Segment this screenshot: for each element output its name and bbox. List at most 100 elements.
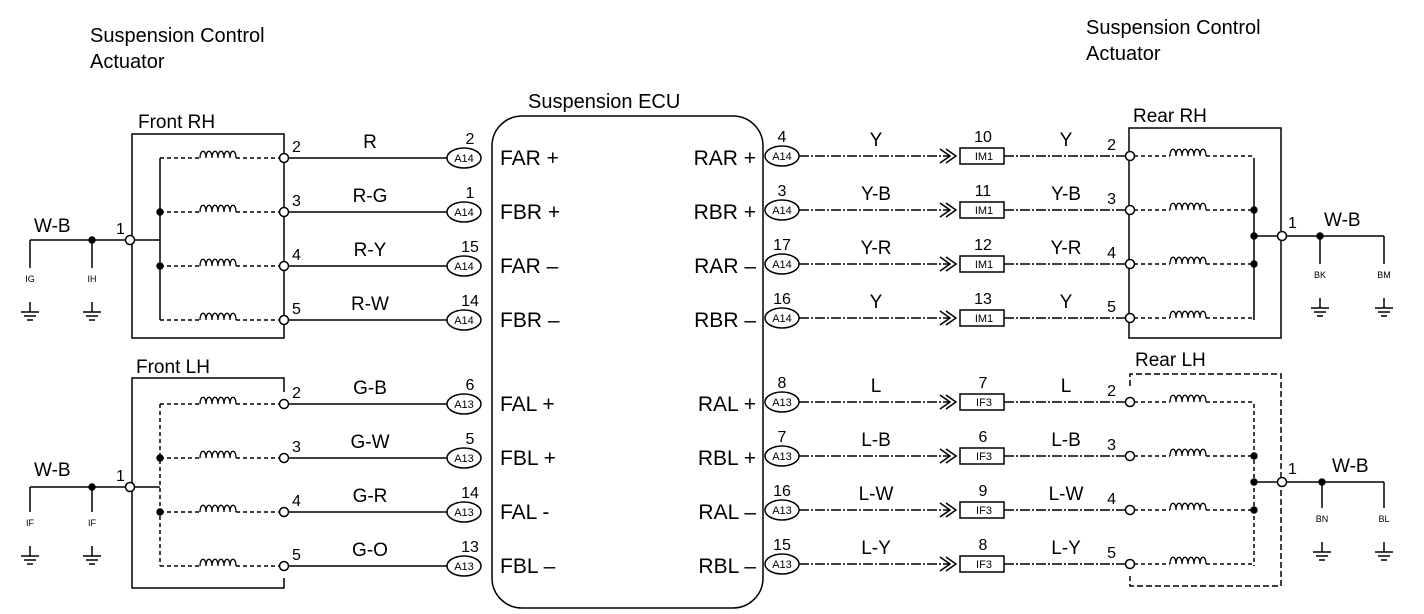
- front-lh-actuator-box: [131, 377, 285, 589]
- right-rear-rh-ground2-code: BM: [1377, 270, 1391, 280]
- left-front-rh-ground-junction: [88, 236, 96, 244]
- right-rear-rh-row-4-ecu-pin: 16: [773, 291, 791, 308]
- right-rear-rh-ground-wire-label: W-B: [1324, 210, 1361, 231]
- right-rear-rh-row-3-bus-dot: [1250, 260, 1258, 268]
- left-front-rh-ground2-triangle: [78, 268, 106, 302]
- right-rear-rh-row-2-junction-arrow-b: [945, 202, 958, 218]
- right-rear-rh-row-4-act-pin: 5: [1107, 299, 1116, 316]
- left-front-lh-row-4-ecu-signal: FBL –: [500, 555, 556, 578]
- left-front-rh-row-3-pin-node: [278, 260, 290, 272]
- right-rear-lh-row-1-pin-node: [1124, 396, 1136, 408]
- right-rear-lh-row-1-ecu-connector-code: A13: [772, 397, 792, 409]
- right-rear-rh-row-2-junction-arrow-a: [939, 202, 952, 218]
- right-rear-rh-common-node: [1276, 230, 1288, 242]
- right-rear-lh-row-4-act-pin: 5: [1107, 545, 1116, 562]
- right-rear-rh-bus-node-dot: [1250, 232, 1258, 240]
- right-rear-lh-row-3-coil: [1169, 502, 1207, 511]
- right-rear-rh-row-1-wire2-color: Y: [1060, 130, 1073, 151]
- right-rear-lh-row-3-junction-arrow-b: [945, 502, 958, 518]
- left-front-rh-row-2-wire-color: R-G: [353, 186, 388, 207]
- right-rear-rh-row-2-coil: [1169, 202, 1207, 211]
- right-rear-rh-row-4-coil: [1169, 310, 1207, 319]
- left-front-lh-row-3-bus-dot: [156, 508, 164, 516]
- right-rear-lh-row-2-junction-arrow-a: [939, 448, 952, 464]
- left-front-lh-row-2-act-pin: 3: [292, 439, 301, 456]
- right-rear-lh-row-4-junction-arrow-a: [939, 556, 952, 572]
- right-rear-lh-row-1-junction-arrow-a: [939, 394, 952, 410]
- left-front-rh-row-2-ecu-pin: 1: [466, 185, 475, 202]
- right-rear-lh-row-2-bus-dot: [1250, 452, 1258, 460]
- left-front-lh-ground2-code: IF: [88, 518, 97, 528]
- group-label-rear-lh: Rear LH: [1135, 350, 1206, 371]
- left-front-lh-row-1-pin-node: [278, 398, 290, 410]
- right-rear-rh-row-1-ecu-signal: RAR +: [694, 147, 756, 170]
- right-rear-rh-row-2-ecu-connector-code: A14: [772, 205, 792, 217]
- wire-layer: [21, 155, 1393, 567]
- left-front-lh-common-node: [124, 481, 136, 493]
- right-rear-lh-row-2-wire1-color: L-B: [861, 430, 891, 451]
- right-rear-lh-row-3-ecu-connector-code: A13: [772, 505, 792, 517]
- right-rear-lh-row-1-mid-connector-code: IF3: [976, 397, 992, 409]
- right-rear-rh-row-4-junction-arrow-a: [939, 310, 952, 326]
- left-front-lh-row-4-wire-color: G-O: [352, 540, 388, 561]
- left-front-lh-row-4-coil: [199, 558, 237, 567]
- left-front-lh-ground1-triangle: [16, 512, 44, 546]
- right-rear-rh-common-pin: 1: [1288, 215, 1297, 232]
- right-rear-rh-row-4-ecu-connector-oval: [764, 307, 800, 329]
- left-front-lh-common-pin: 1: [116, 468, 125, 485]
- left-front-rh-row-4-ecu-connector-oval: [446, 309, 482, 331]
- left-front-rh-row-2-coil: [199, 204, 237, 213]
- right-rear-lh-row-2-coil: [1169, 448, 1207, 457]
- right-rear-lh-row-1-ecu-connector-oval: [764, 391, 800, 413]
- right-rear-lh-row-1-wire1-color: L: [871, 376, 882, 397]
- right-rear-rh-row-3-wire1-color: Y-R: [861, 238, 892, 259]
- left-front-lh-row-3-act-pin: 4: [292, 493, 301, 510]
- right-rear-rh-row-1-mid-connector-box: [959, 147, 1005, 165]
- right-rear-lh-row-2-ecu-signal: RBL +: [698, 447, 756, 470]
- left-front-lh-row-3-ecu-signal: FAL -: [500, 501, 549, 524]
- right-rear-rh-row-1-ecu-pin: 4: [778, 129, 787, 146]
- right-rear-lh-row-2-mid-pin: 6: [979, 429, 988, 446]
- right-rear-rh-ground2-triangle: [1370, 264, 1398, 298]
- right-rear-lh-row-1-coil: [1169, 394, 1207, 403]
- right-rear-rh-row-2-mid-pin: 11: [975, 183, 992, 200]
- left-front-rh-row-4-act-pin: 5: [292, 301, 301, 318]
- right-rear-rh-row-2-mid-connector-code: IM1: [975, 205, 993, 217]
- right-rear-lh-row-2-mid-connector-box: [959, 447, 1005, 465]
- right-rear-lh-row-3-pin-node: [1124, 504, 1136, 516]
- left-front-lh-row-4-ecu-pin: 13: [461, 539, 479, 556]
- right-rear-rh-row-3-junction-arrow-b: [945, 256, 958, 272]
- right-rear-lh-ground-wire-label: W-B: [1332, 456, 1369, 477]
- left-front-lh-row-1-ecu-pin: 6: [466, 377, 475, 394]
- left-front-rh-row-3-bus-dot: [156, 262, 164, 270]
- right-rear-lh-row-3-mid-pin: 9: [979, 483, 988, 500]
- ecu-body: [491, 115, 764, 609]
- left-front-lh-ground-junction: [88, 483, 96, 491]
- right-rear-lh-row-1-wire2-color: L: [1061, 376, 1072, 397]
- left-front-lh-row-2-coil: [199, 450, 237, 459]
- left-front-lh-row-3-ecu-pin: 14: [461, 485, 479, 502]
- front-rh-actuator-box: [131, 133, 285, 339]
- left-front-lh-row-4-ecu-connector-code: A13: [454, 561, 474, 573]
- right-rear-rh-row-4-junction-arrow-b: [945, 310, 958, 326]
- left-front-lh-ground2-triangle: [78, 512, 106, 546]
- right-rear-rh-row-2-pin-node: [1124, 204, 1136, 216]
- right-rear-lh-row-3-wire1-color: L-W: [859, 484, 894, 505]
- right-rear-lh-row-4-ecu-connector-oval: [764, 553, 800, 575]
- right-rear-rh-row-1-pin-node: [1124, 150, 1136, 162]
- right-rear-rh-ground-junction: [1316, 232, 1324, 240]
- left-front-lh-row-3-ecu-connector-oval: [446, 501, 482, 523]
- right-rear-lh-row-3-bus-dot: [1250, 506, 1258, 514]
- left-front-rh-common-node: [124, 234, 136, 246]
- right-rear-rh-row-1-coil: [1169, 148, 1207, 157]
- left-actuator-title-line2: Actuator: [90, 51, 165, 73]
- left-front-lh-ground1-code: IF: [26, 518, 35, 528]
- left-front-rh-ground-wire-label: W-B: [34, 216, 71, 237]
- right-rear-lh-row-3-mid-connector-code: IF3: [976, 505, 992, 517]
- right-rear-lh-row-2-ecu-pin: 7: [778, 429, 787, 446]
- left-front-rh-row-4-ecu-pin: 14: [461, 293, 479, 310]
- left-front-rh-row-1-ecu-connector-code: A14: [454, 153, 474, 165]
- right-rear-lh-row-4-wire2-color: L-Y: [1051, 538, 1081, 559]
- left-front-rh-row-4-ecu-signal: FBR –: [500, 309, 560, 332]
- left-front-rh-row-3-ecu-signal: FAR –: [500, 255, 559, 278]
